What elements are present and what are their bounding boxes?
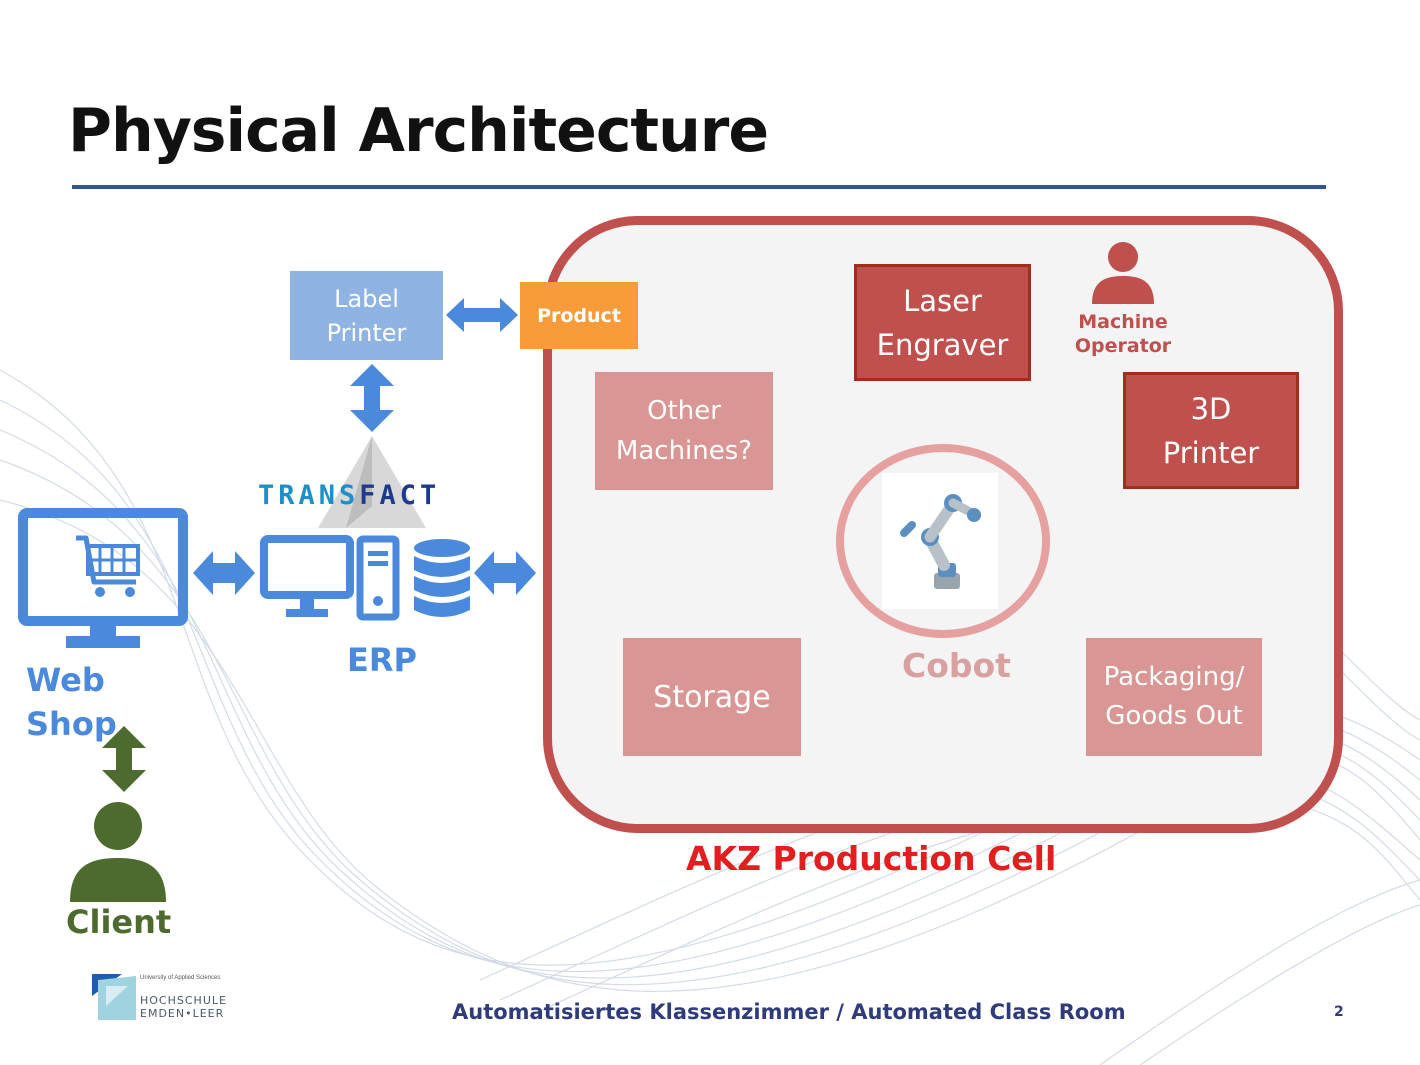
page-title: Physical Architecture (68, 96, 769, 166)
client-label: Client (66, 903, 172, 941)
web-shop-monitor-icon (18, 508, 188, 648)
webshop-erp-arrow (193, 551, 255, 595)
erp-cell-arrow (474, 551, 536, 595)
erp-database-icon (414, 539, 470, 617)
storage-box: Storage (623, 638, 801, 756)
production-cell-title: AKZ Production Cell (686, 839, 1057, 878)
transfact-wordmark: TRANSFACT (258, 480, 440, 511)
other-machines-box: Other Machines? (595, 372, 773, 490)
shopping-cart-icon (76, 535, 140, 597)
client-person-icon (70, 802, 166, 902)
label-printer-product-arrow (446, 298, 518, 332)
packaging-goods-out-box: Packaging/ Goods Out (1086, 638, 1262, 756)
cobot-label: Cobot (902, 646, 1011, 685)
machine-operator-label: Machine Operator (1074, 311, 1172, 357)
webshop-client-arrow (102, 726, 146, 792)
cobot-robot-arm-icon (882, 473, 998, 609)
transfact-wordmark-part2: FACT (359, 480, 441, 511)
logo-line-1: HOCHSCHULE (140, 994, 227, 1007)
label-printer-box: Label Printer (290, 271, 443, 360)
erp-computer-monitor-icon (260, 535, 354, 617)
page-number: 2 (1334, 1004, 1344, 1020)
logo-tagline: University of Applied Sciences (140, 975, 221, 981)
footer-title: Automatisiertes Klassenzimmer / Automate… (452, 1000, 1126, 1024)
transfact-logo-icon (318, 436, 426, 528)
cobot-circle (836, 444, 1050, 638)
erp-server-tower-icon (356, 535, 400, 621)
product-box: Product (520, 282, 638, 349)
transfact-wordmark-part1: TRANS (258, 480, 360, 511)
logo-line-2: EMDEN•LEER (140, 1007, 225, 1020)
web-shop-label: Web Shop (26, 661, 117, 743)
machine-operator-person-icon (1092, 242, 1154, 304)
erp-label: ERP (347, 641, 417, 679)
laser-engraver-box: Laser Engraver (854, 264, 1031, 381)
title-divider (72, 185, 1326, 189)
3d-printer-box: 3D Printer (1123, 372, 1299, 489)
label-printer-erp-arrow (350, 364, 394, 432)
university-logo-icon (92, 974, 136, 1020)
